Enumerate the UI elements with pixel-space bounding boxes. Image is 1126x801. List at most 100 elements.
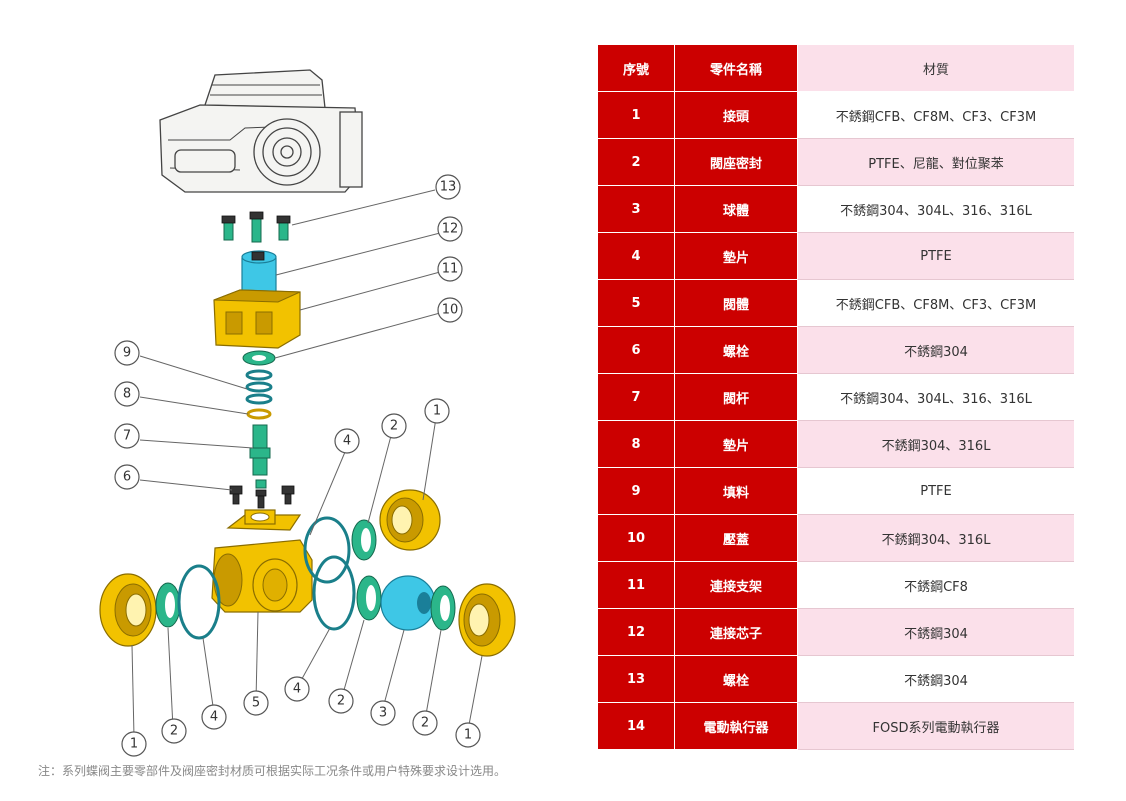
callout-2-upper-label: 2 bbox=[390, 419, 398, 434]
callout-2-right: 2 bbox=[412, 710, 438, 736]
row-number: 14 bbox=[598, 702, 675, 750]
callout-4-left: 4 bbox=[201, 704, 227, 730]
callout-7: 7 bbox=[114, 423, 140, 449]
top-bolts bbox=[221, 211, 291, 243]
callout-2-mid-label: 2 bbox=[337, 694, 345, 709]
row-material: PTFE、尼龍、對位聚苯 bbox=[797, 138, 1074, 186]
ball bbox=[380, 575, 436, 631]
callout-4-left-label: 4 bbox=[210, 710, 218, 725]
header-material: 材質 bbox=[797, 45, 1074, 92]
callout-10: 10 bbox=[437, 297, 463, 323]
row-material: 不銹鋼304、316L bbox=[797, 420, 1074, 468]
electric-actuator bbox=[159, 69, 363, 193]
row-number: 11 bbox=[598, 561, 675, 609]
row-material: 不銹鋼CFB、CF8M、CF3、CF3M bbox=[797, 279, 1074, 327]
row-material: 不銹鋼304 bbox=[797, 326, 1074, 374]
callout-12-label: 12 bbox=[442, 222, 459, 237]
callout-1-upper-label: 1 bbox=[433, 404, 441, 419]
row-part-name: 連接芯子 bbox=[674, 608, 798, 656]
row-number: 10 bbox=[598, 514, 675, 562]
gasket-ring-left bbox=[177, 564, 221, 640]
gland bbox=[242, 350, 276, 366]
row-part-name: 連接支架 bbox=[674, 561, 798, 609]
callout-9-label: 9 bbox=[123, 346, 131, 361]
callout-1-upper: 1 bbox=[424, 398, 450, 424]
row-number: 5 bbox=[598, 279, 675, 327]
row-part-name: 螺栓 bbox=[674, 655, 798, 703]
row-part-name: 接頭 bbox=[674, 91, 798, 139]
row-material: FOSD系列電動執行器 bbox=[797, 702, 1074, 750]
callout-7-label: 7 bbox=[123, 429, 131, 444]
row-part-name: 閥座密封 bbox=[674, 138, 798, 186]
row-number: 2 bbox=[598, 138, 675, 186]
callout-11-label: 11 bbox=[442, 262, 459, 277]
mounting-bracket bbox=[213, 289, 301, 349]
row-material: 不銹鋼304、304L、316、316L bbox=[797, 185, 1074, 233]
stem-washer bbox=[246, 408, 272, 420]
callout-1-right-label: 1 bbox=[464, 728, 472, 743]
row-number: 3 bbox=[598, 185, 675, 233]
callout-1-left-label: 1 bbox=[130, 737, 138, 752]
callout-13-label: 13 bbox=[440, 180, 457, 195]
row-part-name: 填料 bbox=[674, 467, 798, 515]
header-number: 序號 bbox=[598, 45, 675, 92]
row-material: PTFE bbox=[797, 467, 1074, 515]
row-number: 4 bbox=[598, 232, 675, 280]
coupling-core bbox=[241, 250, 277, 296]
row-number: 12 bbox=[598, 608, 675, 656]
end-connector-upper bbox=[379, 489, 441, 551]
row-number: 1 bbox=[598, 91, 675, 139]
row-material: 不銹鋼304 bbox=[797, 655, 1074, 703]
callout-5-label: 5 bbox=[252, 696, 260, 711]
callout-12: 12 bbox=[437, 216, 463, 242]
row-number: 9 bbox=[598, 467, 675, 515]
callout-2-right-label: 2 bbox=[421, 716, 429, 731]
row-material: 不銹鋼304 bbox=[797, 608, 1074, 656]
valve-stem bbox=[249, 424, 271, 476]
row-part-name: 螺栓 bbox=[674, 326, 798, 374]
footnote: 注：系列蝶阀主要零部件及阀座密封材质可根据实际工况条件或用户特殊要求设计选用。 bbox=[38, 764, 507, 778]
row-part-name: 球體 bbox=[674, 185, 798, 233]
row-material: 不銹鋼304、316L bbox=[797, 514, 1074, 562]
row-number: 8 bbox=[598, 420, 675, 468]
header-part-name: 零件名稱 bbox=[674, 45, 798, 92]
callout-6: 6 bbox=[114, 464, 140, 490]
row-material: 不銹鋼CFB、CF8M、CF3、CF3M bbox=[797, 91, 1074, 139]
end-connector-left bbox=[99, 573, 157, 647]
row-part-name: 電動執行器 bbox=[674, 702, 798, 750]
row-number: 13 bbox=[598, 655, 675, 703]
leader-lines bbox=[131, 189, 483, 738]
callout-2-left-label: 2 bbox=[170, 724, 178, 739]
gasket-ring-upper bbox=[303, 516, 351, 584]
row-part-name: 墊片 bbox=[674, 232, 798, 280]
packing-rings bbox=[245, 369, 273, 405]
exploded-valve-diagram: 13 12 11 10 9 8 7 6 4 2 1 4 2 3 2 1 5 4 … bbox=[99, 69, 516, 757]
row-material: 不銹鋼CF8 bbox=[797, 561, 1074, 609]
row-material: 不銹鋼304、304L、316、316L bbox=[797, 373, 1074, 421]
row-part-name: 墊片 bbox=[674, 420, 798, 468]
callout-6-label: 6 bbox=[123, 470, 131, 485]
callout-4-upper: 4 bbox=[334, 428, 360, 454]
valve-body bbox=[211, 509, 313, 613]
callout-1-right: 1 bbox=[455, 722, 481, 748]
body-bolts bbox=[229, 479, 295, 509]
row-number: 7 bbox=[598, 373, 675, 421]
callout-10-label: 10 bbox=[442, 303, 459, 318]
callout-3: 3 bbox=[370, 700, 396, 726]
callout-2-upper: 2 bbox=[381, 413, 407, 439]
row-part-name: 閥杆 bbox=[674, 373, 798, 421]
callout-4-upper-label: 4 bbox=[343, 434, 351, 449]
table-header-row: 序號 零件名稱 材質 bbox=[598, 45, 1074, 92]
callout-1-left: 1 bbox=[121, 731, 147, 757]
